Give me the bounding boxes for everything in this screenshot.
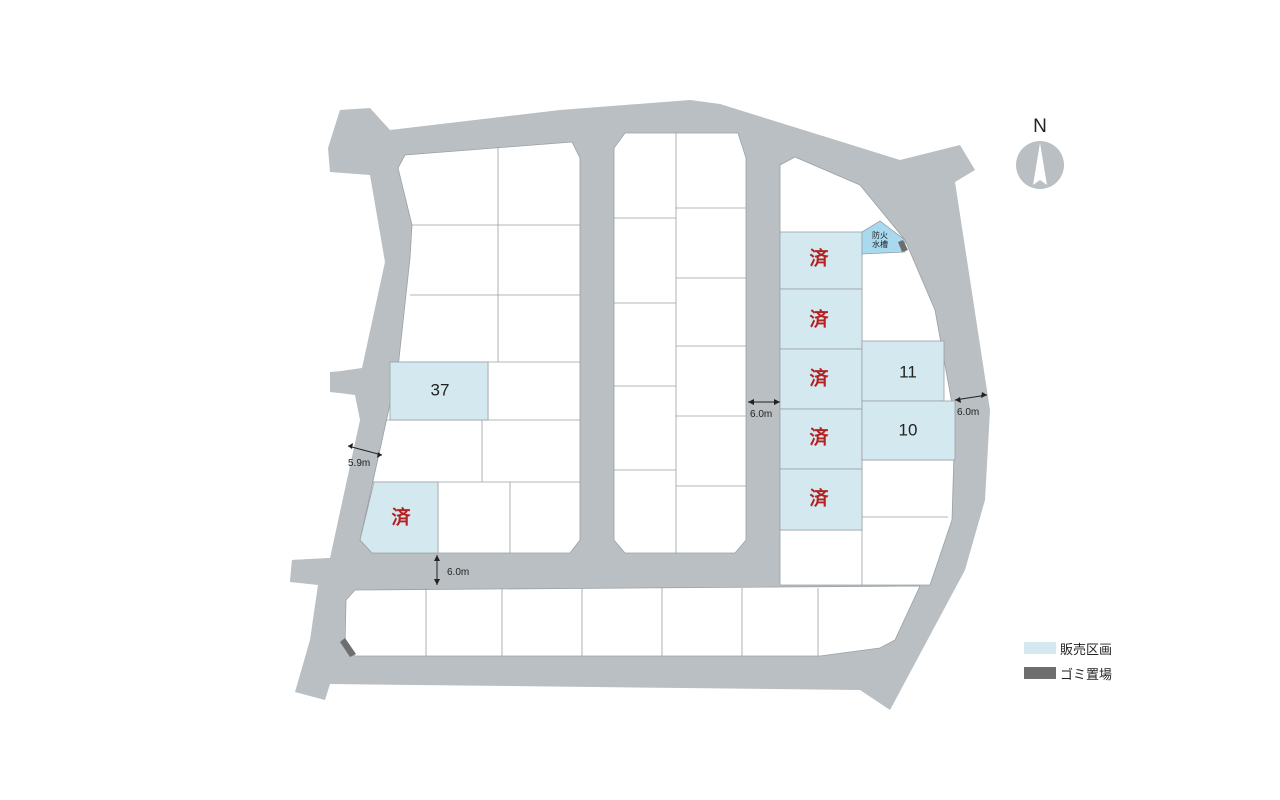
dimension-6-0m-south: 6.0m bbox=[434, 555, 469, 585]
block-south bbox=[344, 585, 921, 657]
north-compass: N bbox=[1016, 116, 1064, 189]
lot-10[interactable] bbox=[861, 400, 956, 461]
fire-cistern-label-1: 防火 bbox=[872, 230, 888, 240]
dimension-6-0m-center: 6.0m bbox=[748, 399, 780, 420]
dimension-6-0m-east: 6.0m bbox=[954, 392, 988, 418]
dimension-label: 6.0m bbox=[957, 407, 979, 418]
legend-item-garbage: ゴミ置場 bbox=[1024, 663, 1112, 683]
legend-item-for-sale: 販売区画 bbox=[1024, 638, 1112, 658]
lot-37[interactable] bbox=[389, 361, 489, 421]
lot-sold-e5[interactable] bbox=[779, 468, 863, 531]
lot-sold-sw-label: 済 bbox=[391, 506, 411, 529]
lot-sold-e2[interactable] bbox=[779, 288, 863, 350]
lot-10-label: 10 bbox=[899, 420, 918, 439]
fire-cistern-label-2: 水槽 bbox=[872, 239, 888, 249]
lot-sold-e5-label: 済 bbox=[809, 487, 829, 510]
legend-label: ゴミ置場 bbox=[1060, 667, 1113, 683]
dimension-label: 6.0m bbox=[447, 567, 469, 578]
lot-37-label: 37 bbox=[431, 380, 450, 399]
compass-n-label: N bbox=[1033, 116, 1047, 137]
lot-sold-e3[interactable] bbox=[779, 348, 863, 410]
dimension-label: 5.9m bbox=[348, 458, 370, 469]
lot-sold-e1[interactable] bbox=[779, 231, 863, 290]
dimension-label: 6.0m bbox=[750, 409, 772, 420]
lot-11-label: 11 bbox=[899, 362, 917, 381]
lot-sold-e4[interactable] bbox=[779, 408, 863, 470]
lot-11[interactable] bbox=[861, 340, 945, 402]
road-stub-west-2 bbox=[290, 558, 330, 582]
lot-sold-e2-label: 済 bbox=[809, 308, 829, 331]
garbage-area-ne bbox=[898, 240, 908, 252]
road-stub-west-1 bbox=[330, 370, 360, 395]
lot-sold-e4-label: 済 bbox=[809, 426, 829, 449]
dimension-5-9m: 5.9m bbox=[347, 443, 383, 469]
garbage-swatch bbox=[1024, 667, 1056, 679]
legend: 販売区画 ゴミ置場 bbox=[1024, 638, 1112, 688]
blocks bbox=[344, 132, 956, 657]
lot-sold-e3-label: 済 bbox=[809, 367, 829, 390]
lot-parcels: 37 済 済 済 済 済 済 11 10 bbox=[359, 231, 956, 554]
garbage-area-sw bbox=[340, 638, 356, 657]
legend-label: 販売区画 bbox=[1060, 642, 1113, 658]
for-sale-swatch bbox=[1024, 642, 1056, 654]
lot-sold-e1-label: 済 bbox=[809, 247, 829, 270]
block-center bbox=[613, 132, 747, 554]
north-arrow-icon bbox=[1033, 143, 1047, 185]
lot-sold-sw[interactable] bbox=[359, 481, 439, 554]
